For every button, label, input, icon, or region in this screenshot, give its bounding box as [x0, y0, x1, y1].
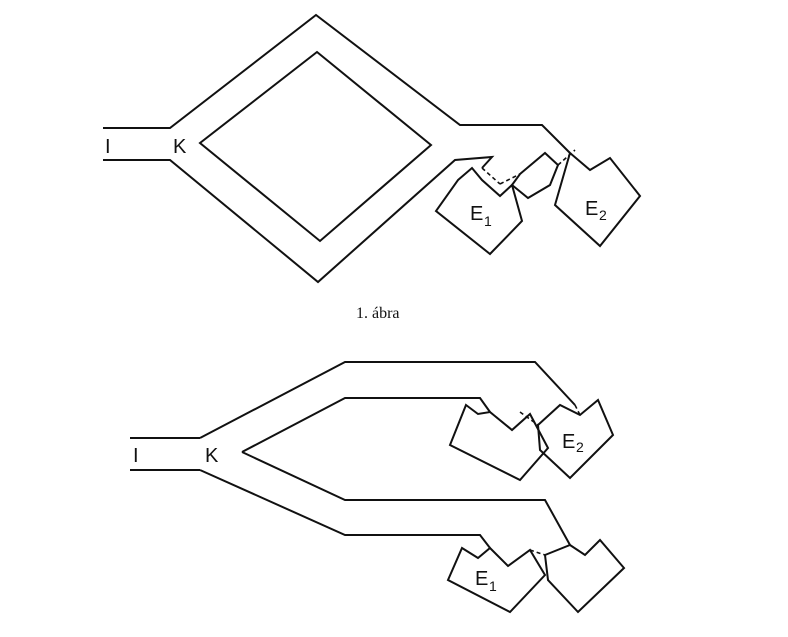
fig2-upper-inner	[241, 397, 491, 453]
fig1-label-e2-sub: 2	[599, 207, 607, 223]
fig2-label-i: I	[133, 445, 139, 467]
fig2-label-e1: E	[475, 568, 488, 590]
fig2-dash-upper-3	[574, 404, 581, 416]
fig2-dash-lower-2	[529, 549, 546, 556]
fig1-e2-box	[553, 151, 642, 248]
fig2-label-e2-sub: 2	[576, 439, 584, 455]
fig1-junction-box	[510, 151, 560, 200]
fig1-lower-wall	[103, 155, 495, 284]
fig2-dash-upper-2	[519, 411, 539, 426]
fig2-dash-upper-1	[489, 411, 513, 431]
fig2-label-e2: E	[562, 431, 575, 453]
figure-2: I K E 2 E 1	[130, 361, 626, 614]
fig1-inner-diamond	[198, 50, 433, 243]
fig2-dash-lower-3	[569, 544, 586, 556]
fig1-label-e1-sub: 1	[484, 213, 492, 229]
fig1-label-i: I	[105, 136, 111, 158]
fig1-label-e1: E	[470, 203, 483, 225]
fig2-label-e1-sub: 1	[489, 578, 497, 594]
fig2-upper-left-box	[448, 403, 550, 482]
fig1-label-k: K	[173, 136, 187, 158]
fig1-caption: 1. ábra	[356, 305, 400, 322]
fig1-outer-wall	[103, 13, 571, 154]
fig2-label-k: K	[205, 445, 219, 467]
fig2-lower-outer	[199, 469, 491, 549]
fig1-dash-e2	[557, 149, 576, 166]
fig2-upper-outer	[199, 361, 576, 439]
fig2-dash-lower-1	[489, 547, 509, 567]
figure-1: I K E 1 E 2 1. ábra	[103, 13, 642, 322]
fig2-lower-inner	[241, 451, 571, 546]
fig2-lower-right-box	[543, 538, 626, 614]
fig1-dash-junction	[499, 173, 521, 185]
fig2-e2-box	[536, 398, 615, 480]
fig1-label-e2: E	[585, 198, 598, 220]
